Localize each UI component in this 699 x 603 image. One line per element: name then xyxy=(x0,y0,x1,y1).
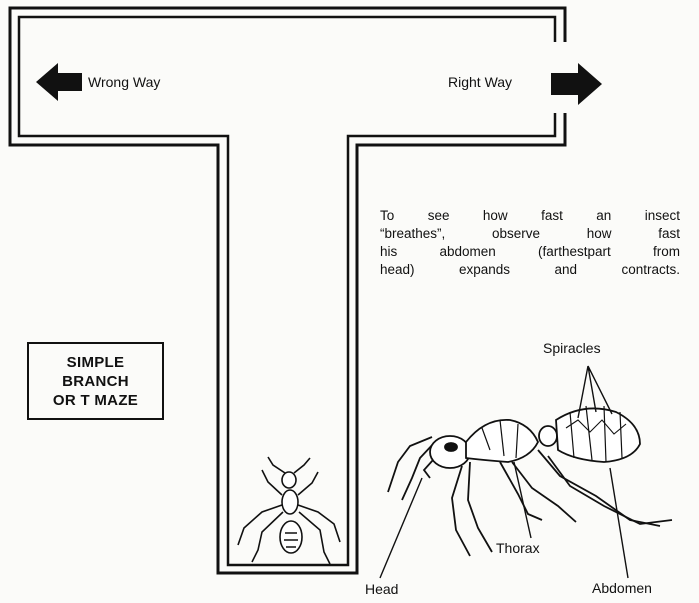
breathing-instructions: To see how fast an insect “breathes”, ob… xyxy=(380,207,680,279)
instruction-line: head) expands and contracts. xyxy=(380,261,680,279)
spiracles-label: Spiracles xyxy=(543,340,601,356)
instruction-line: To see how fast an insect xyxy=(380,207,680,225)
head-label: Head xyxy=(365,581,398,597)
maze-title-line: BRANCH xyxy=(62,372,129,391)
thorax-label: Thorax xyxy=(496,540,540,556)
right-way-label: Right Way xyxy=(448,74,512,90)
small-ant-icon xyxy=(238,457,340,564)
abdomen-label: Abdomen xyxy=(592,580,652,596)
maze-title-box: SIMPLE BRANCH OR T MAZE xyxy=(27,342,164,420)
arrow-left-icon xyxy=(36,63,82,101)
maze-title-line: OR T MAZE xyxy=(53,391,138,410)
arrow-right-icon xyxy=(551,63,602,105)
wrong-way-label: Wrong Way xyxy=(88,74,160,90)
instruction-line: “breathes”, observe how fast xyxy=(380,225,680,243)
maze-title-line: SIMPLE xyxy=(67,353,125,372)
instruction-line: his abdomen (farthestpart from xyxy=(380,243,680,261)
